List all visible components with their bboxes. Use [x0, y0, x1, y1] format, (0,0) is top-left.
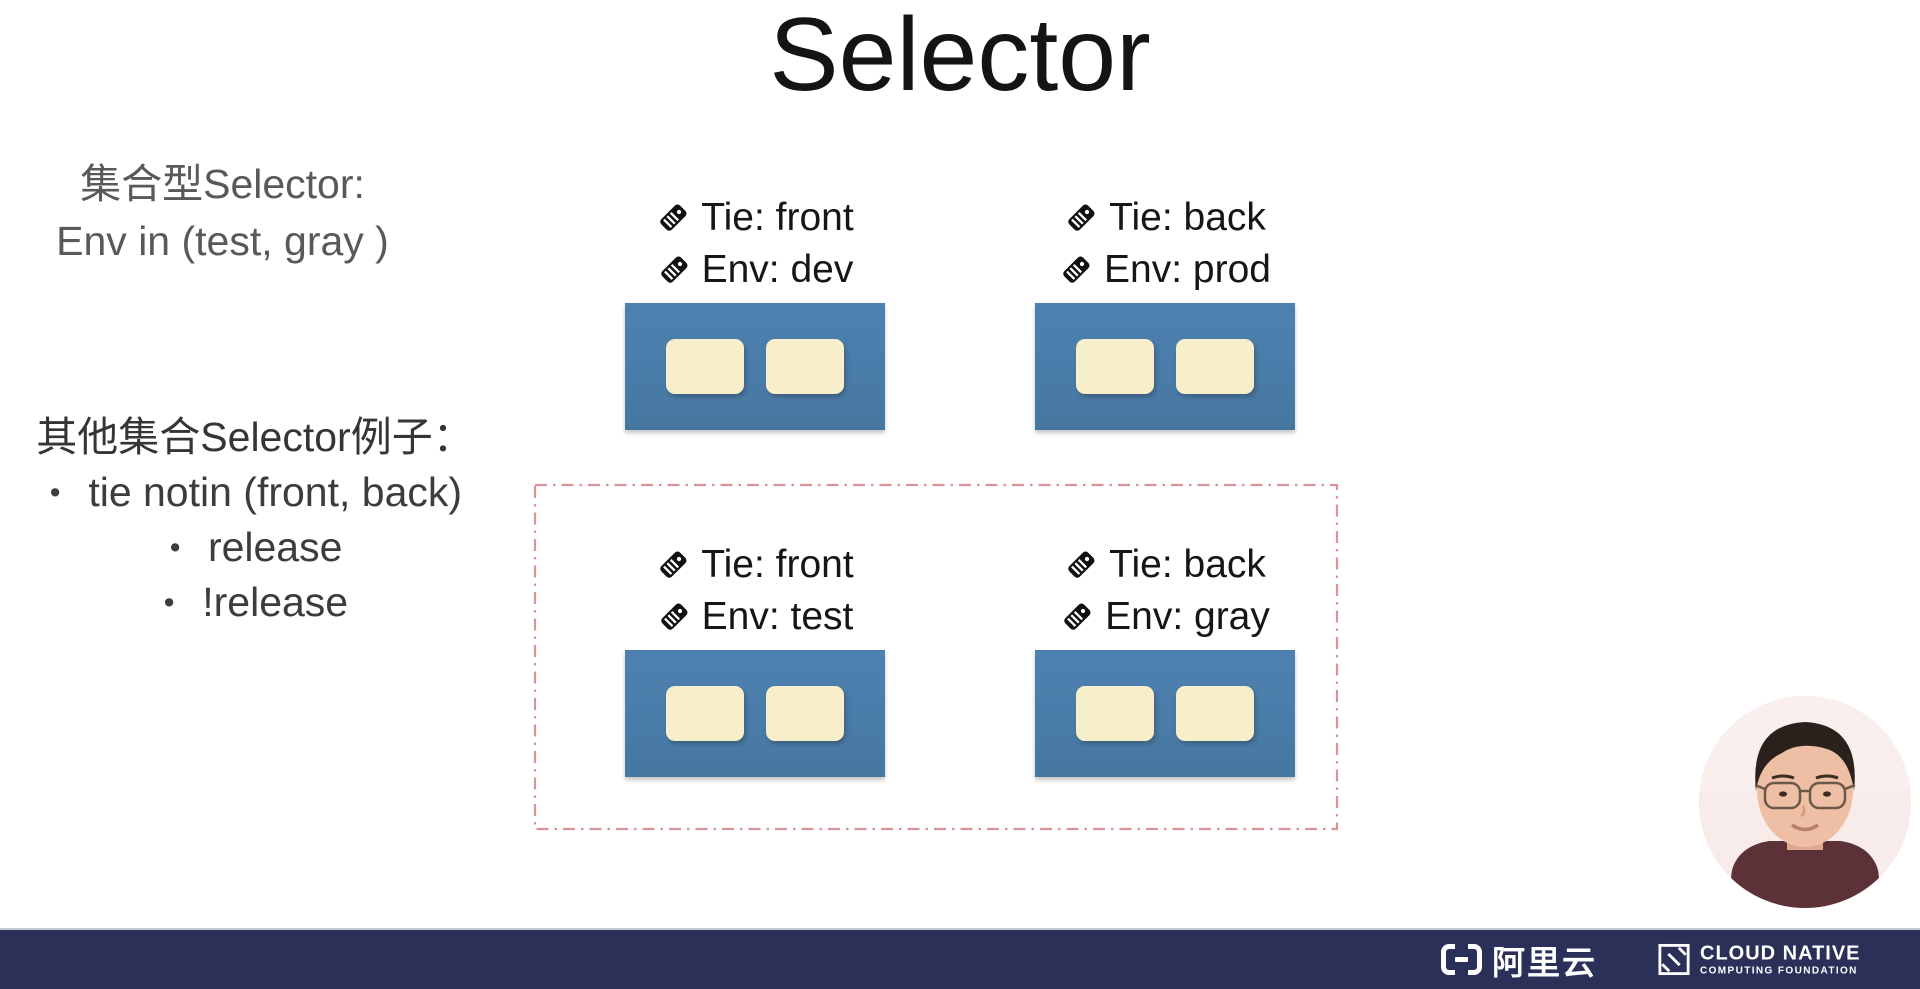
pod-label: Env: gray [1105, 595, 1270, 638]
right-bracket-icon [1468, 944, 1482, 975]
tag-icon [1063, 256, 1090, 283]
pod-box [625, 650, 885, 777]
container-item [766, 339, 844, 394]
tag-icon [1068, 551, 1095, 578]
webcam-overlay [1699, 696, 1911, 908]
container-item [1076, 686, 1154, 741]
pod-label: Env: dev [701, 248, 854, 291]
container-item [1176, 686, 1254, 741]
pod-box [1035, 650, 1295, 777]
tag-icon [1064, 603, 1091, 630]
cncf-square-icon [1658, 943, 1690, 976]
bullet-text: tie notin (front, back) [88, 469, 463, 515]
pod-group-back-prod: Tie: back Env: prod [1035, 192, 1295, 430]
pod-label: Env: test [701, 595, 854, 638]
pod-label-row: Env: gray [1060, 591, 1270, 643]
pod-box [625, 303, 885, 430]
pod-label-row: Tie: front [656, 192, 854, 244]
pod-label-row: Tie: back [1064, 192, 1266, 244]
pod-label-row: Env: dev [657, 244, 854, 296]
bullet-text: !release [202, 579, 349, 625]
pod-labels: Tie: back Env: gray [1035, 539, 1295, 643]
pod-label: Tie: front [701, 196, 854, 239]
tag-icon [660, 603, 688, 630]
pod-label-row: Tie: back [1064, 539, 1266, 591]
pod-label: Env: prod [1104, 248, 1271, 291]
pod-label-row: Env: test [657, 591, 854, 643]
bullet-item: • !release [0, 575, 510, 630]
pod-labels: Tie: front Env: dev [625, 192, 885, 296]
tag-icon [660, 551, 687, 578]
pod-labels: Tie: front Env: test [625, 539, 885, 643]
cncf-wordmark-line2: COMPUTING FOUNDATION [1700, 965, 1858, 976]
tag-icon [660, 204, 687, 231]
pod-label-row: Tie: front [656, 539, 854, 591]
bullet-item: • release [0, 520, 510, 575]
container-item [1176, 339, 1254, 394]
left-bracket-icon [1441, 944, 1455, 975]
pod-box [1035, 303, 1295, 430]
container-item [666, 339, 744, 394]
bullet-item: • tie notin (front, back) [0, 465, 510, 520]
selection-dashed-border [533, 483, 1339, 831]
pod-label: Tie: back [1109, 543, 1266, 586]
set-selector-line2: Env in (test, gray ) [56, 218, 389, 264]
set-selector-line1: 集合型Selector: [80, 161, 365, 207]
container-item [666, 686, 744, 741]
bullet-marker: • [49, 474, 61, 510]
slide-title: Selector [769, 0, 1151, 113]
pod-group-back-gray: Tie: back Env: gray [1035, 539, 1295, 777]
pod-label-row: Env: prod [1059, 244, 1271, 296]
alibaba-brackets-icon [1441, 944, 1482, 975]
container-item [1076, 339, 1154, 394]
dash-icon [1455, 957, 1468, 962]
tag-icon [660, 256, 688, 283]
other-examples-block: 其他集合Selector例子： • tie notin (front, back)… [0, 410, 510, 630]
bullet-text: release [207, 524, 343, 570]
cncf-wordmark: CLOUD NATIVE COMPUTING FOUNDATION [1700, 943, 1861, 976]
tag-icon [1068, 204, 1095, 231]
bullet-marker: • [169, 529, 181, 565]
pod-group-front-test: Tie: front Env: test [625, 539, 885, 777]
footer-bar: 阿里云 CLOUD NATIVE COMPUTING FOUNDATION [0, 928, 1920, 989]
other-examples-heading: 其他集合Selector例子： [36, 414, 474, 460]
pod-group-front-dev: Tie: front Env: dev [625, 192, 885, 430]
presenter-avatar [1699, 696, 1911, 908]
container-item [766, 686, 844, 741]
cncf-wordmark-line1: CLOUD NATIVE [1700, 942, 1861, 964]
bullet-marker: • [163, 584, 175, 620]
set-selector-text: 集合型Selector: Env in (test, gray ) [0, 156, 445, 270]
pod-label: Tie: back [1109, 196, 1266, 239]
pod-label: Tie: front [701, 543, 854, 586]
cncf-logo: CLOUD NATIVE COMPUTING FOUNDATION [1658, 943, 1861, 976]
pod-labels: Tie: back Env: prod [1035, 192, 1295, 296]
alibaba-cloud-wordmark: 阿里云 [1492, 943, 1597, 981]
alibaba-cloud-logo: 阿里云 [1441, 936, 1597, 984]
